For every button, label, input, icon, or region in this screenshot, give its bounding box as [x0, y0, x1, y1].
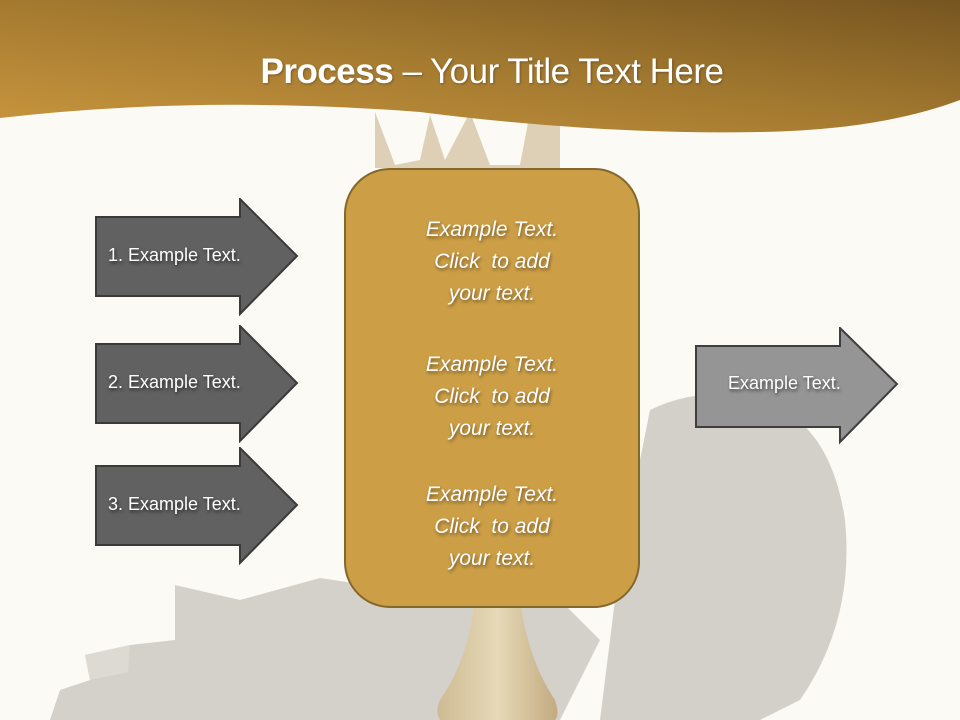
- step-1-label: 1. Example Text.: [108, 245, 241, 265]
- arrow-right-icon: [95, 325, 299, 443]
- step-arrow-1[interactable]: 1. Example Text.: [95, 198, 300, 316]
- block-1-line-1: Example Text.: [425, 218, 559, 241]
- text-block-3: Example Text. Click to add your text.: [346, 479, 638, 575]
- block-2-line-3: your text.: [448, 417, 536, 440]
- result-arrow[interactable]: Example Text.: [695, 327, 900, 445]
- block-3-line-3: your text.: [448, 547, 536, 570]
- page-title: Process – Your Title Text Here: [0, 52, 960, 92]
- step-3-label: 3. Example Text.: [108, 494, 241, 514]
- header-banner: [0, 0, 960, 133]
- result-label: Example Text.: [728, 373, 841, 393]
- text-block-2: Example Text. Click to add your text.: [346, 349, 638, 445]
- text-block-1: Example Text. Click to add your text.: [346, 214, 638, 310]
- center-text-box[interactable]: Example Text. Click to add your text. Ex…: [344, 168, 640, 608]
- step-arrow-2[interactable]: 2. Example Text.: [95, 325, 300, 443]
- block-3-line-2: Click to add: [434, 515, 550, 538]
- arrow-right-icon: [695, 327, 899, 445]
- title-bold: Process: [260, 52, 394, 91]
- block-3-line-1: Example Text.: [425, 483, 559, 506]
- block-1-line-3: your text.: [448, 282, 536, 305]
- chess-pieces-image: [50, 110, 847, 720]
- arrow-right-icon: [95, 447, 299, 565]
- block-1-line-2: Click to add: [434, 250, 550, 273]
- title-rest: – Your Title Text Here: [393, 52, 724, 91]
- block-2-line-1: Example Text.: [425, 353, 559, 376]
- step-2-label: 2. Example Text.: [108, 372, 241, 392]
- arrow-right-icon: [95, 198, 299, 316]
- block-2-line-2: Click to add: [434, 385, 550, 408]
- step-arrow-3[interactable]: 3. Example Text.: [95, 447, 300, 565]
